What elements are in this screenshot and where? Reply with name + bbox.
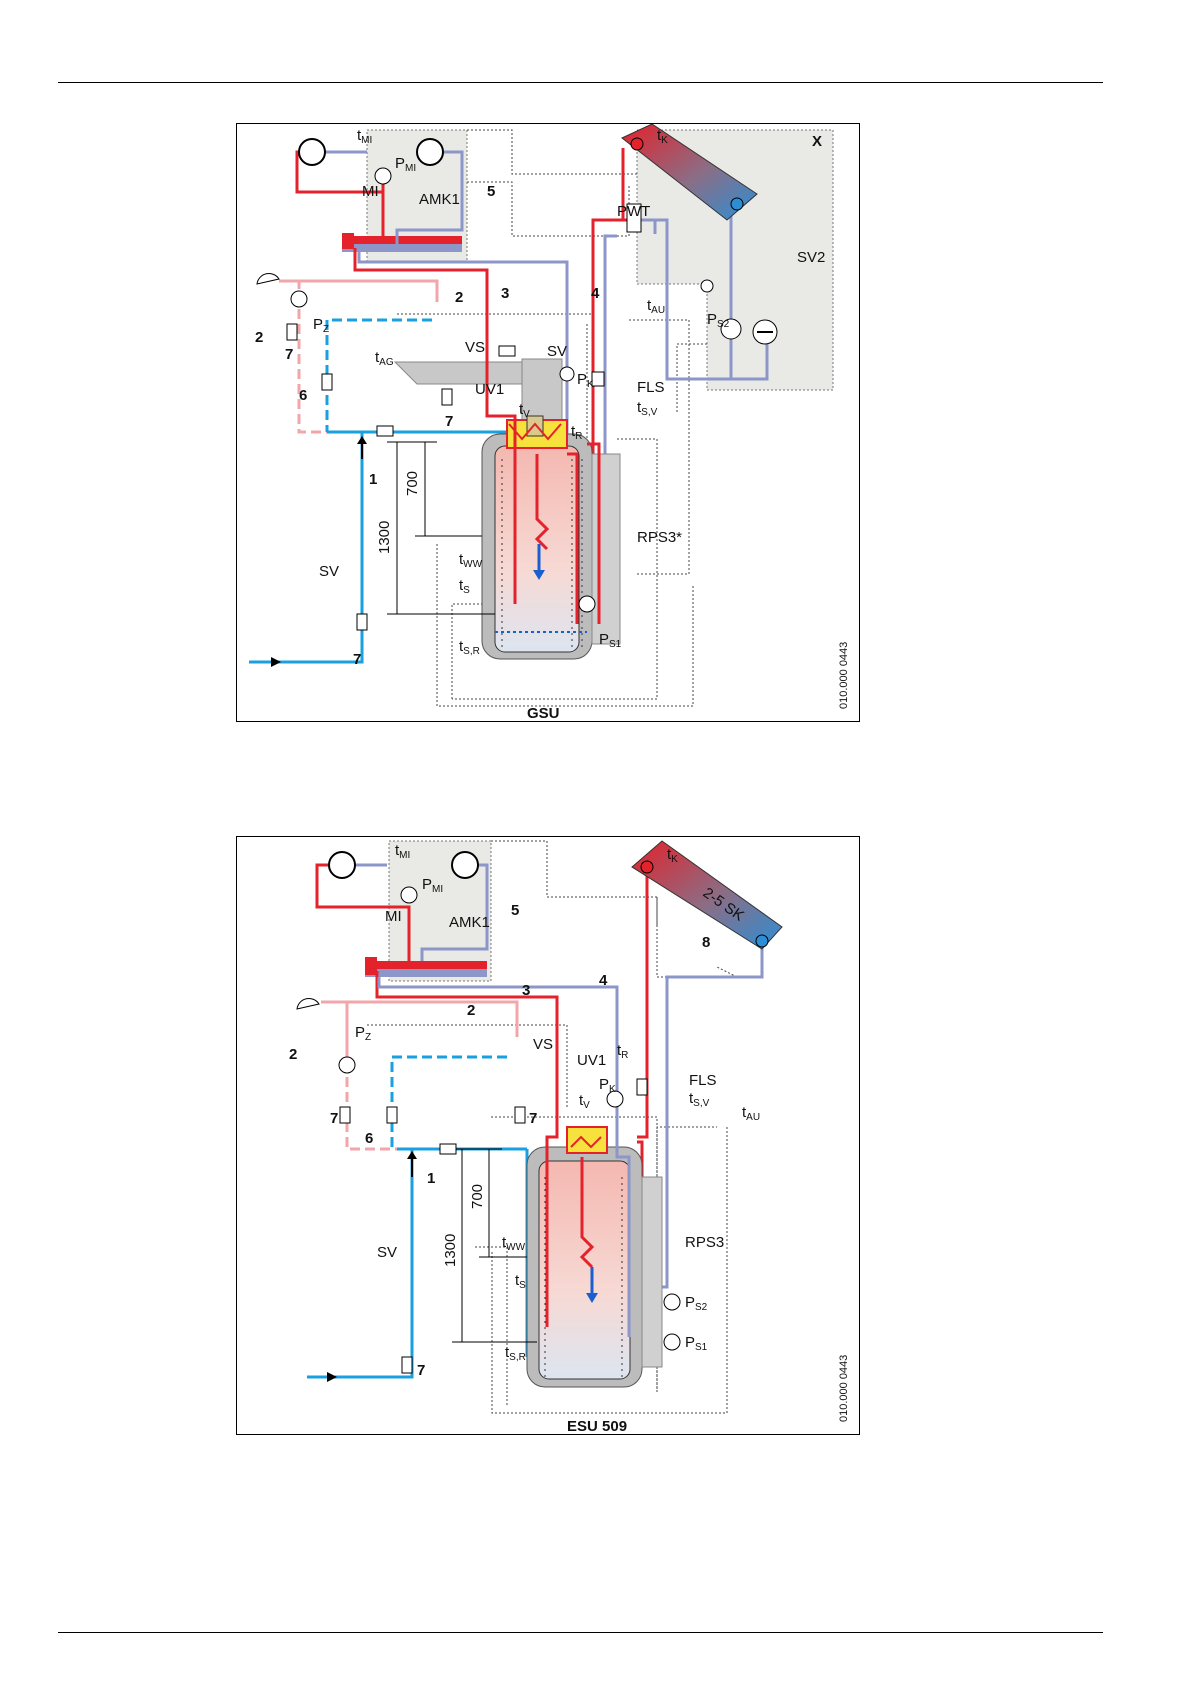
label-rps3: RPS3* — [637, 529, 682, 546]
svg-text:tAG: tAG — [375, 349, 394, 368]
thermometer-icon-4 — [452, 852, 478, 878]
label-7a: 7 — [285, 346, 293, 363]
svg-text:PK: PK — [577, 371, 594, 390]
label-2b-2: 2 — [467, 1002, 475, 1019]
heating-unit-2 — [567, 1127, 607, 1153]
label-vs-2: VS — [533, 1036, 553, 1053]
dim-1300-2: 1300 — [442, 1234, 459, 1267]
svg-text:tMI: tMI — [357, 127, 372, 146]
svg-text:tAU: tAU — [647, 297, 665, 316]
label-6-2: 6 — [365, 1130, 373, 1147]
diagram-esu509: tMI PMI MI AMK1 5 tK 2-5 SK 8 3 4 2 2 PZ… — [236, 836, 860, 1435]
label-7b-2: 7 — [529, 1110, 537, 1127]
label-7a-2: 7 — [330, 1110, 338, 1127]
label-1: 1 — [369, 471, 377, 488]
pump-pmi-icon — [375, 168, 391, 184]
svg-text:tS,V: tS,V — [689, 1090, 710, 1109]
label-amk1-2: AMK1 — [449, 914, 490, 931]
diagram-gsu: tMI PMI MI AMK1 5 tK X PWT SV2 PS2 tAU 2… — [236, 123, 860, 722]
label-2b: 2 — [455, 289, 463, 306]
label-fls: FLS — [637, 379, 665, 396]
label-amk1: AMK1 — [419, 191, 460, 208]
svg-text:tS: tS — [459, 577, 470, 596]
label-vs: VS — [465, 339, 485, 356]
shower-icon-2 — [297, 998, 319, 1009]
figure-code-2: 010.000 0443 — [838, 1355, 850, 1422]
flow-header-bar — [342, 236, 462, 244]
gauge-icon — [701, 280, 713, 292]
label-2a: 2 — [255, 329, 263, 346]
label-5-2: 5 — [511, 902, 519, 919]
dim-1300: 1300 — [376, 521, 393, 554]
label-sv-top: SV — [547, 343, 567, 360]
svg-text:tS,V: tS,V — [637, 399, 658, 418]
svg-text:PS1: PS1 — [685, 1334, 708, 1353]
label-6: 6 — [299, 387, 307, 404]
svg-text:tR: tR — [571, 423, 582, 442]
label-4: 4 — [591, 285, 600, 302]
return-header-bar-2 — [365, 969, 487, 977]
svg-text:PZ: PZ — [313, 316, 329, 335]
svg-text:tS,R: tS,R — [505, 1344, 526, 1363]
pump-pz-icon — [291, 291, 307, 307]
label-sv2: SV2 — [797, 249, 825, 266]
svg-text:tR: tR — [617, 1042, 628, 1061]
label-2a-2: 2 — [289, 1046, 297, 1063]
diagram-title-gsu: GSU — [527, 705, 560, 721]
thermometer-icon-2 — [417, 139, 443, 165]
label-x: X — [812, 133, 822, 150]
bottom-rule — [58, 1632, 1103, 1633]
dim-700-2: 700 — [469, 1184, 486, 1209]
label-rps3-2: RPS3 — [685, 1234, 724, 1251]
label-fls-2: FLS — [689, 1072, 717, 1089]
label-sv-2: SV — [377, 1244, 397, 1261]
return-header-bar — [342, 244, 462, 252]
dim-700: 700 — [404, 471, 421, 496]
svg-text:tAU: tAU — [742, 1104, 760, 1123]
esu509-schematic: tMI PMI MI AMK1 5 tK 2-5 SK 8 3 4 2 2 PZ… — [237, 837, 859, 1434]
label-7c-2: 7 — [417, 1362, 425, 1379]
svg-text:tS: tS — [515, 1272, 526, 1291]
label-sv-left: SV — [319, 563, 339, 580]
label-uv1: UV1 — [475, 381, 504, 398]
diagram-title-esu509: ESU 509 — [567, 1418, 627, 1434]
label-3-2: 3 — [522, 982, 530, 999]
pump-pz-icon-2 — [339, 1057, 355, 1073]
pump-ps1-icon-2 — [664, 1334, 680, 1350]
thermometer-icon-1 — [299, 139, 325, 165]
flow-header-bar-2 — [365, 961, 487, 969]
gsu-schematic: tMI PMI MI AMK1 5 tK X PWT SV2 PS2 tAU 2… — [237, 124, 859, 721]
top-rule — [58, 82, 1103, 83]
label-uv1-2: UV1 — [577, 1052, 606, 1069]
svg-text:PK: PK — [599, 1076, 616, 1095]
label-7b: 7 — [445, 413, 453, 430]
shower-icon — [257, 273, 279, 284]
svg-text:tV: tV — [579, 1092, 590, 1111]
pump-pmi-icon-2 — [401, 887, 417, 903]
figure-code-1: 010.000 0443 — [838, 642, 850, 709]
svg-text:PZ: PZ — [355, 1024, 371, 1043]
pump-pk-icon — [560, 367, 574, 381]
pump-ps2-icon-2 — [664, 1294, 680, 1310]
svg-text:tWW: tWW — [502, 1234, 526, 1253]
label-pwt: PWT — [617, 203, 650, 220]
label-4-2: 4 — [599, 972, 608, 989]
svg-text:tS,R: tS,R — [459, 638, 480, 657]
label-3: 3 — [501, 285, 509, 302]
thermometer-icon-3 — [329, 852, 355, 878]
label-7c: 7 — [353, 651, 361, 668]
label-8: 8 — [702, 934, 710, 951]
svg-text:tWW: tWW — [459, 551, 483, 570]
label-5: 5 — [487, 183, 495, 200]
pump-ps1-icon — [579, 596, 595, 612]
label-mi-2: MI — [385, 908, 402, 925]
label-mi: MI — [362, 183, 379, 200]
label-1-2: 1 — [427, 1170, 435, 1187]
svg-text:PS2: PS2 — [685, 1294, 708, 1313]
